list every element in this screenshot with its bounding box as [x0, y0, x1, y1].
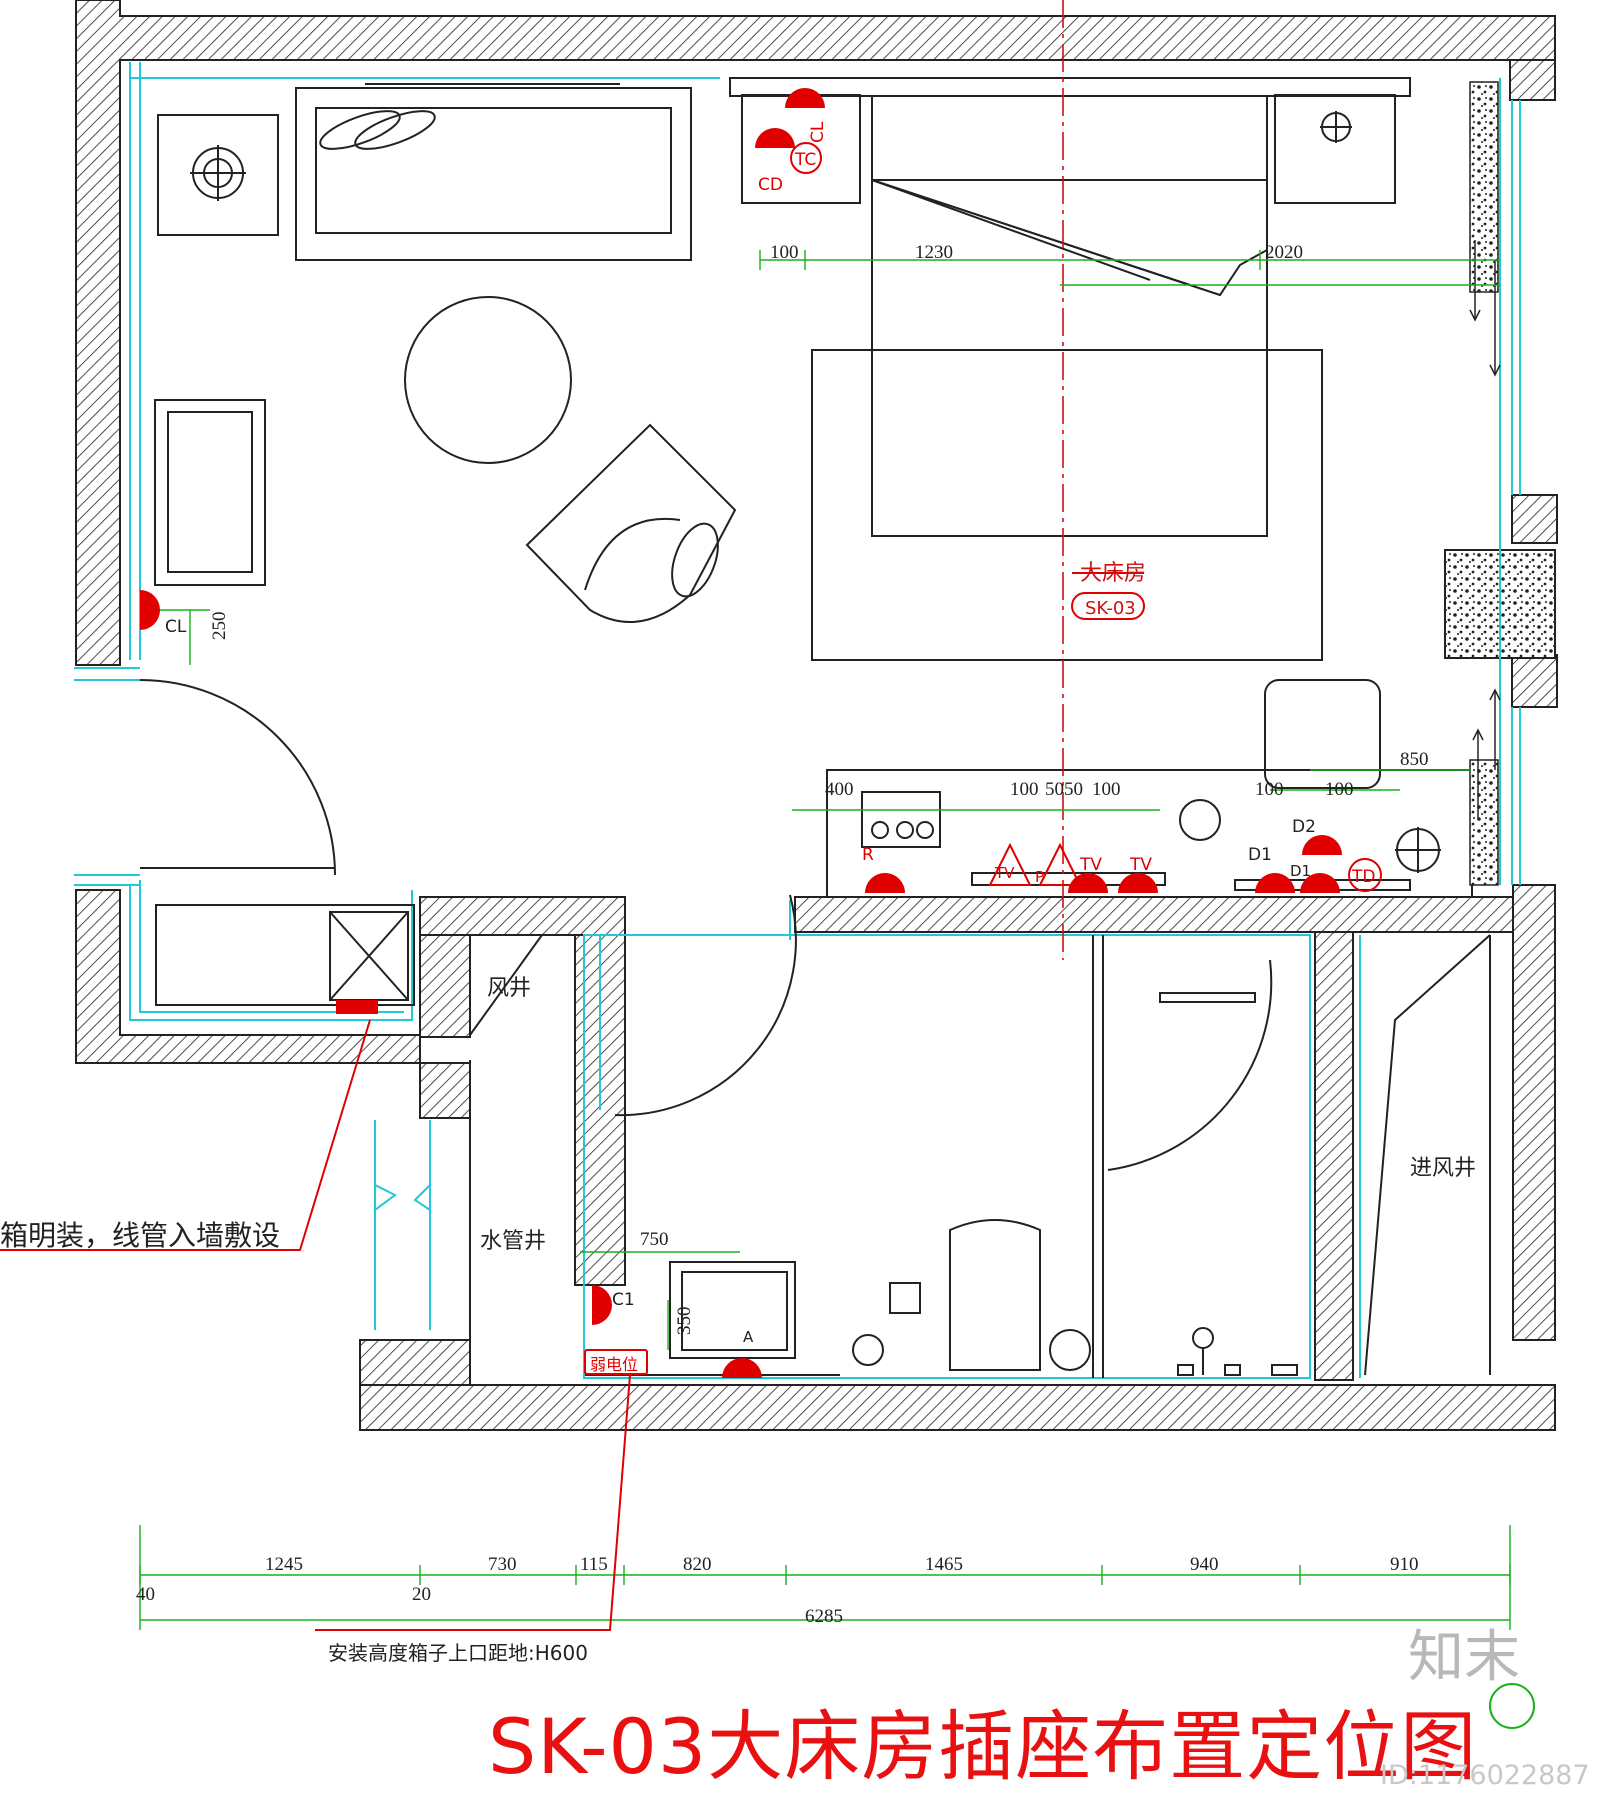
watermark-logo: 知末: [1408, 1625, 1520, 1690]
socket-cl-top-symbol: [785, 88, 825, 108]
panel-box-symbol: [336, 1000, 378, 1014]
socket-cd-label: CD: [758, 175, 783, 195]
dim-side-350: 350: [674, 1307, 695, 1336]
water-shaft-label: 水管井: [480, 1229, 546, 1254]
socket-tv3-label: TV: [1129, 855, 1152, 875]
walls: [75, 0, 1558, 1431]
dim-bottom-730: 730: [488, 1554, 517, 1575]
air-shaft-label: 风井: [487, 976, 531, 1001]
dim-bottom-1245: 1245: [265, 1554, 303, 1575]
socket-tv-symbol: [1068, 873, 1108, 893]
sheet-marker: [1489, 1683, 1535, 1729]
dim-top-100: 100: [770, 242, 799, 263]
socket-tv-label: TV: [994, 864, 1015, 882]
finish-lines: [74, 62, 1521, 1379]
socket-symbols: [140, 88, 1342, 1378]
dim-bottom-940: 940: [1190, 1554, 1219, 1575]
note-height: 安装高度箱子上口距地:H600: [328, 1641, 588, 1665]
dim-side-400: 400: [825, 779, 854, 800]
socket-p-label: P: [1035, 868, 1044, 886]
socket-d2-label: D2: [1292, 817, 1316, 837]
socket-d1b-label: D1: [1290, 862, 1311, 880]
dim-side-100d: 100: [1325, 779, 1354, 800]
dim-bottom-40: 40: [136, 1584, 155, 1605]
socket-r-symbol: [865, 873, 905, 893]
socket-d1-symbol: [1255, 873, 1295, 893]
socket-c1-symbol: [592, 1285, 612, 1325]
dim-bottom-6285: 6285: [805, 1606, 843, 1627]
dim-bottom-820: 820: [683, 1554, 712, 1575]
socket-tv2-symbol: [1118, 873, 1158, 893]
socket-c1-label: C1: [612, 1290, 635, 1310]
socket-a-symbol: [722, 1358, 762, 1378]
socket-outlines: [0, 142, 1382, 1631]
dim-bottom-115: 115: [580, 1554, 608, 1575]
socket-cl-top-label: CL: [808, 121, 828, 143]
dimension-labels: 100 1230 2020 250 850 400 100 5050 100 1…: [136, 242, 1429, 1627]
furniture: [139, 77, 1491, 1378]
labels: 大床房 SK-03 风井 水管井 进风井 箱明装，线管入墙敷设 安装高度箱子上口…: [0, 121, 1476, 1665]
dim-side-5050: 5050: [1045, 779, 1083, 800]
dim-side-850: 850: [1400, 749, 1429, 770]
socket-cl-left-symbol: [140, 590, 160, 630]
dim-side-750: 750: [640, 1229, 669, 1250]
dim-top-2020: 2020: [1265, 242, 1303, 263]
box-tag: 弱电位: [590, 1355, 638, 1374]
note-box: 箱明装，线管入墙敷设: [0, 1219, 280, 1252]
socket-td-label: TD: [1351, 867, 1375, 887]
dim-bottom-20: 20: [412, 1584, 431, 1605]
dim-side-250: 250: [209, 612, 230, 641]
dim-side-100a: 100: [1010, 779, 1039, 800]
watermark-id: ID:1176022887: [1380, 1760, 1590, 1791]
socket-d1-label: D1: [1248, 845, 1272, 865]
intake-shaft-label: 进风井: [1410, 1156, 1476, 1181]
socket-d1b-symbol: [1300, 873, 1340, 893]
dim-side-100b: 100: [1092, 779, 1121, 800]
drawing-title: SK-03大床房插座布置定位图: [488, 1702, 1478, 1791]
socket-cl-left-label: CL: [165, 617, 187, 637]
dim-side-100c: 100: [1255, 779, 1284, 800]
dim-bottom-910: 910: [1390, 1554, 1419, 1575]
socket-r-label: R: [862, 845, 874, 865]
dim-bottom-1465: 1465: [925, 1554, 963, 1575]
socket-a-label: A: [743, 1328, 754, 1346]
dim-top-1230: 1230: [915, 242, 953, 263]
dimension-lines: [139, 250, 1511, 1630]
room-name: 大床房: [1080, 561, 1146, 586]
room-code: SK-03: [1085, 598, 1136, 619]
socket-cd-symbol: [755, 128, 795, 148]
socket-d2-symbol: [1302, 835, 1342, 855]
socket-tc-label: TC: [794, 150, 816, 170]
socket-tv2-label: TV: [1079, 855, 1102, 875]
curtain: [1469, 81, 1501, 886]
